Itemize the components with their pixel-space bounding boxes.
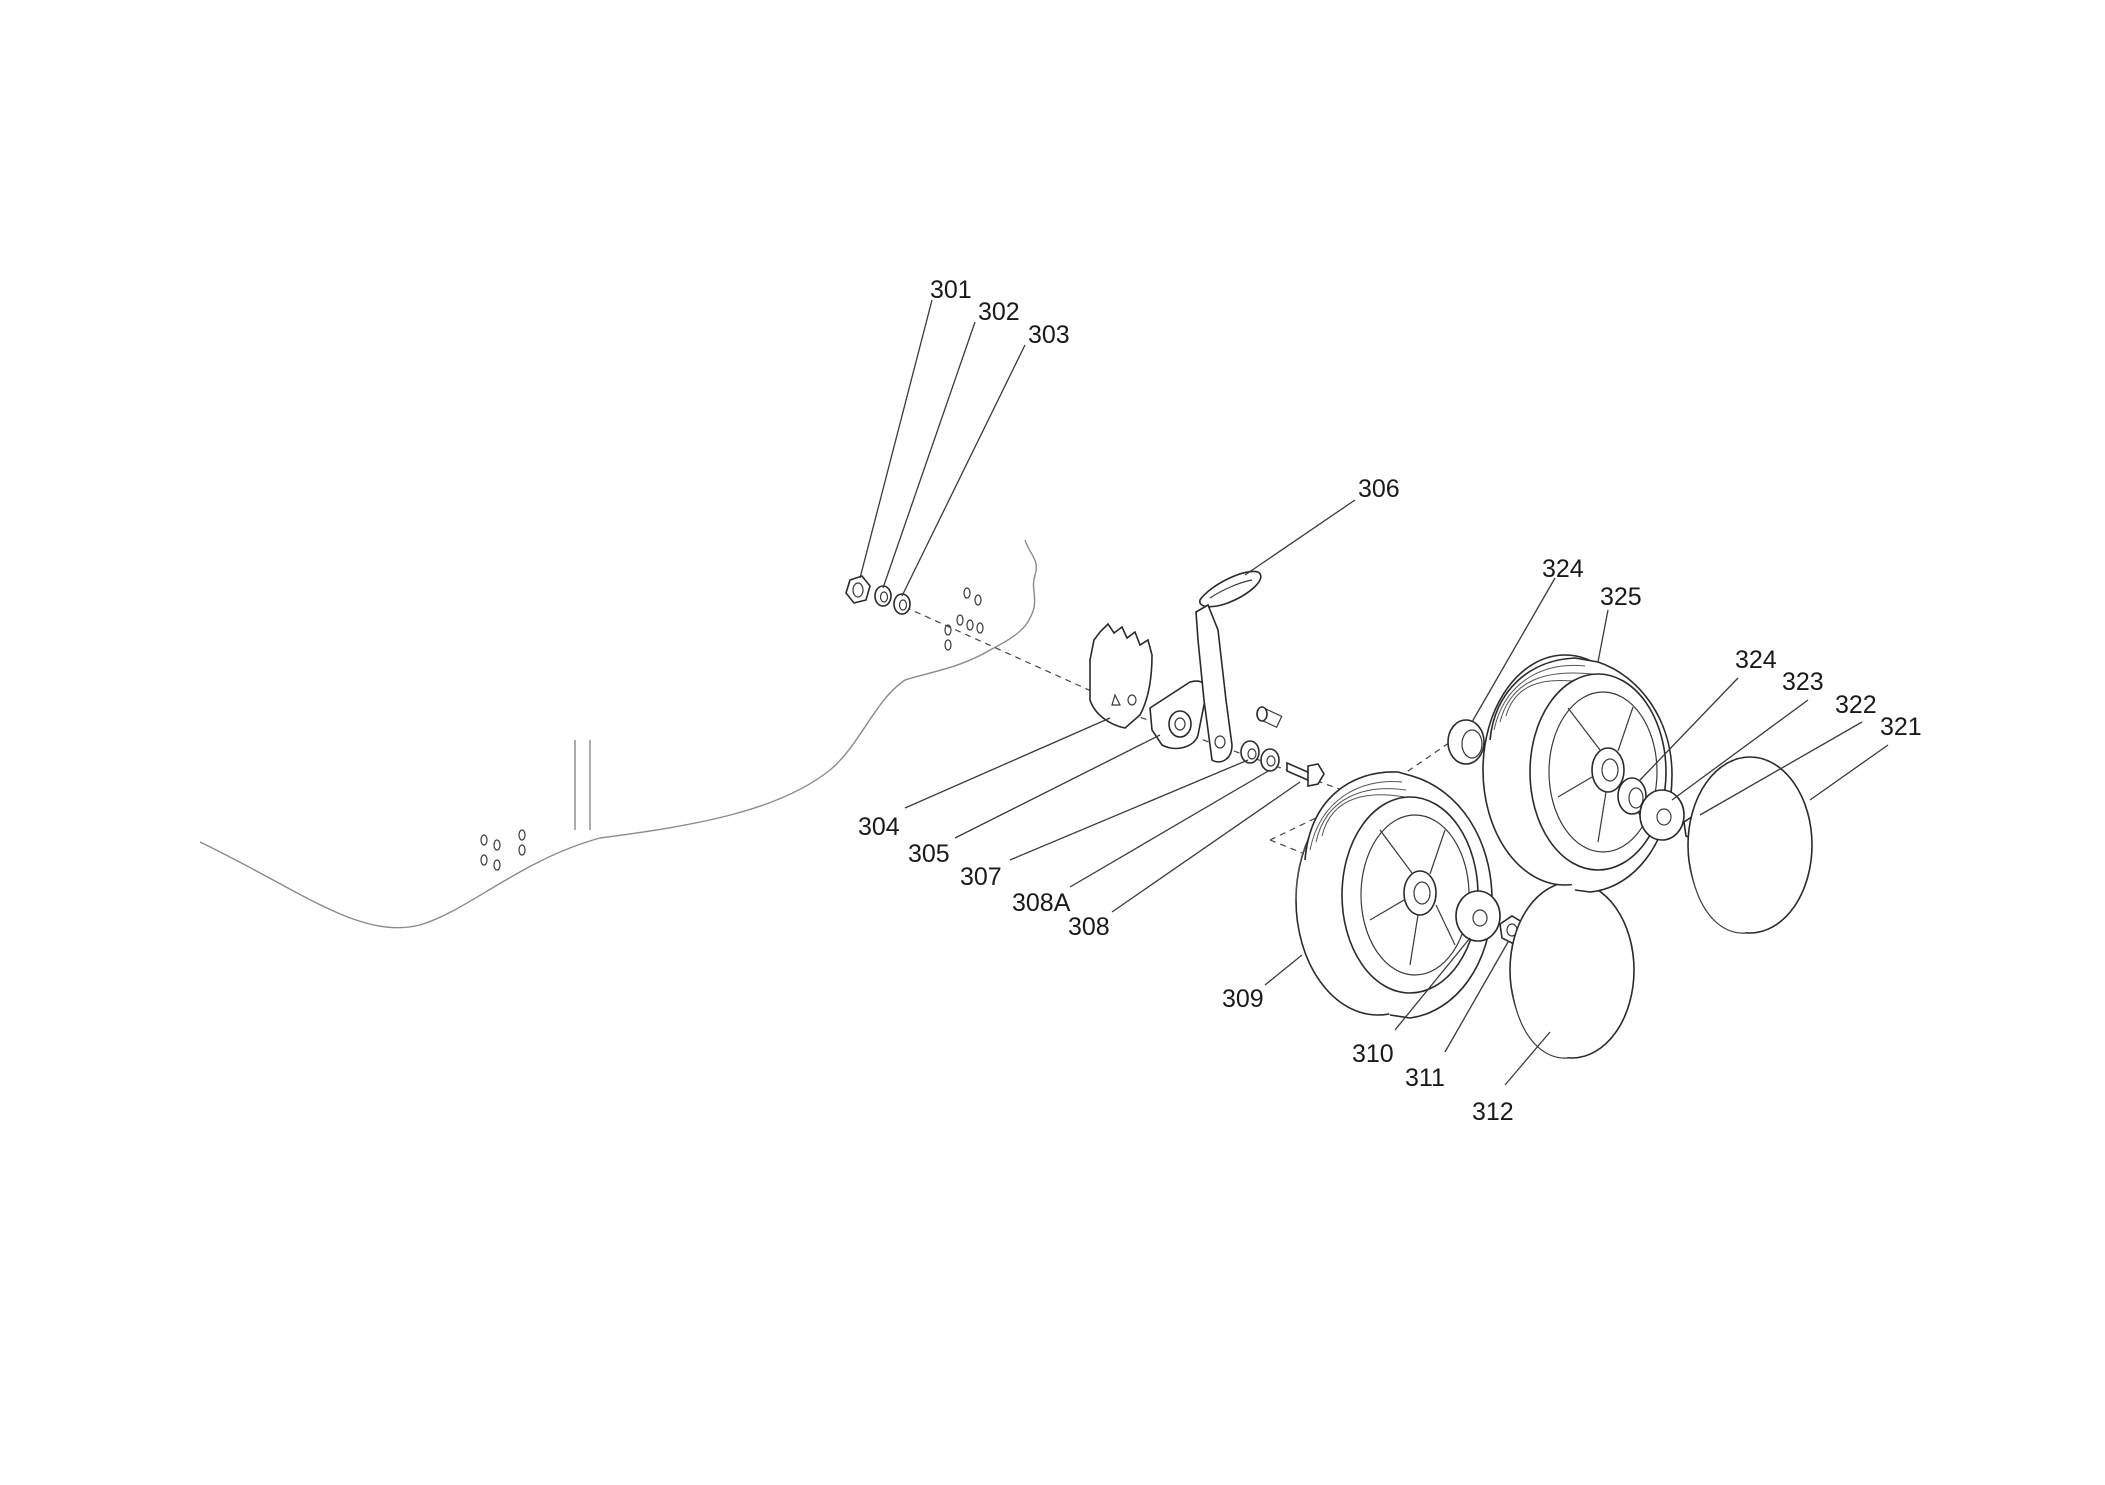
washer-308A [1260, 748, 1280, 772]
callout-311: 311 [1405, 1064, 1445, 1092]
hubcap-312 [1509, 881, 1635, 1059]
washer-302 [874, 585, 892, 607]
hubcap-321 [1687, 756, 1813, 934]
wheel-309 [1295, 771, 1493, 1019]
callout-306: 306 [1358, 475, 1400, 503]
bushing-307 [1240, 740, 1260, 764]
axle-pin [1256, 706, 1283, 729]
nut-301 [845, 575, 871, 604]
mower-deck-outline [199, 539, 1037, 929]
washer-303 [893, 593, 911, 615]
wheel-325 [1482, 654, 1673, 893]
callout-322: 322 [1835, 691, 1877, 719]
callout-309: 309 [1222, 985, 1264, 1013]
callout-302: 302 [978, 298, 1020, 326]
callout-308: 308 [1068, 913, 1110, 941]
callout-labels: 301 302 303 304 305 306 307 308A 308 309… [858, 276, 1922, 1126]
callout-323: 323 [1782, 668, 1824, 696]
callout-324-rear: 324 [1542, 555, 1584, 583]
leader-lines [859, 299, 1889, 1086]
callout-303: 303 [1028, 321, 1070, 349]
bolt-308 [1286, 761, 1325, 787]
callout-312: 312 [1472, 1098, 1514, 1126]
washer-323 [1639, 789, 1685, 841]
spacer-324-front [1617, 777, 1647, 815]
callout-324-front: 324 [1735, 646, 1777, 674]
callout-305: 305 [908, 840, 950, 868]
spacer-324-rear [1447, 719, 1485, 765]
callout-301: 301 [930, 276, 972, 304]
deck-bolt-holes-rear [944, 587, 984, 651]
height-lever-306 [1195, 570, 1262, 763]
height-bracket-304 [1089, 622, 1153, 729]
callout-307: 307 [960, 863, 1002, 891]
callout-325: 325 [1600, 583, 1642, 611]
callout-304: 304 [858, 813, 900, 841]
washer-310 [1455, 890, 1501, 942]
callout-308A: 308A [1012, 889, 1071, 917]
pivot-plate-305 [1149, 680, 1208, 750]
callout-310: 310 [1352, 1040, 1394, 1068]
deck-bolt-holes-front [480, 829, 526, 871]
callout-321: 321 [1880, 713, 1922, 741]
